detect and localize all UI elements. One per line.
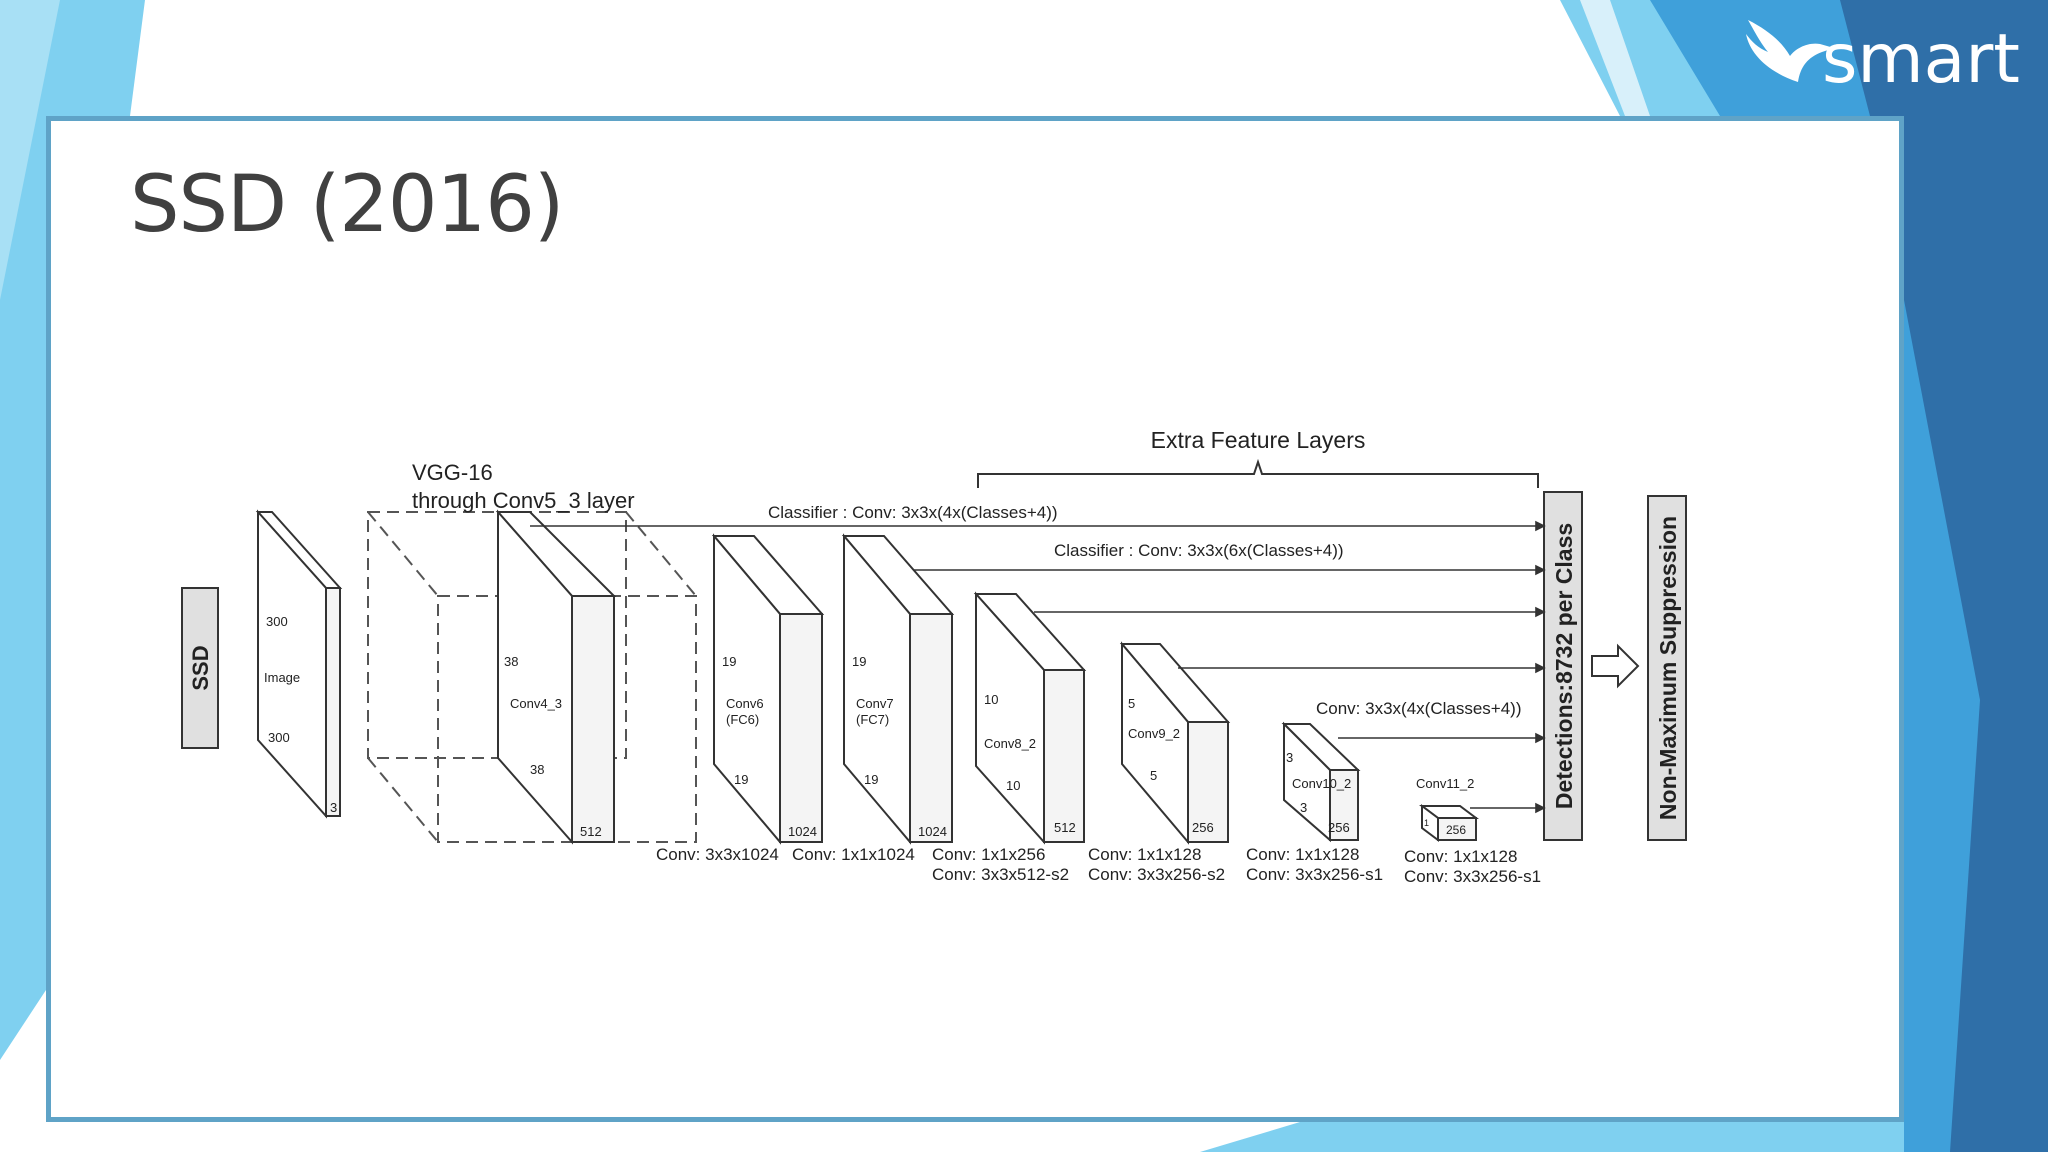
ssd-label: SSD: [188, 645, 213, 690]
conv6-block: [711, 533, 825, 845]
conv7-dim-top: 19: [852, 654, 866, 669]
extra-layers-brace: [977, 458, 1539, 488]
conv6-dim-bottom: 19: [734, 772, 748, 787]
detections-label: Detections:8732 per Class: [1551, 523, 1577, 809]
conv10-op2: Conv: 3x3x256-s1: [1246, 865, 1383, 884]
conv8-dim-bottom: 10: [1006, 778, 1020, 793]
conv9-name: Conv9_2: [1128, 726, 1180, 741]
conv4-3-block: [495, 509, 617, 845]
conv11-2-block: [1419, 804, 1479, 842]
conv7-dim-bottom: 19: [864, 772, 878, 787]
conv7-name-2: (FC7): [856, 712, 889, 727]
conv6-dim-top: 19: [722, 654, 736, 669]
conv9-op1: Conv: 1x1x128: [1088, 845, 1201, 864]
detections-box: [1543, 491, 1583, 841]
bg-right-light-strip: [1580, 0, 1650, 116]
conv8-op2: Conv: 3x3x512-s2: [932, 865, 1069, 884]
image-dim-bottom: 300: [268, 730, 290, 745]
brand-name: smart: [1822, 20, 2020, 99]
conv11-op2: Conv: 3x3x256-s1: [1404, 867, 1541, 886]
conv7-name-1: Conv7: [856, 696, 894, 711]
conv7-depth: 1024: [918, 824, 947, 839]
bg-right-dark-wedge: [1840, 0, 2048, 1152]
vgg-label-line1: VGG-16: [412, 460, 493, 485]
conv8-2-block: [973, 591, 1087, 845]
nms-box: [1647, 495, 1687, 841]
smart-bird-logo-icon: [1746, 20, 1834, 82]
conv11-depth: 256: [1446, 823, 1466, 837]
classifier-2-label: Classifier : Conv: 3x3x(6x(Classes+4)): [1054, 541, 1344, 560]
bg-left-light-wedge: [0, 0, 145, 1060]
conv8-depth: 512: [1054, 820, 1076, 835]
conv8-op1: Conv: 1x1x256: [932, 845, 1045, 864]
conv6-name-2: (FC6): [726, 712, 759, 727]
image-depth: 3: [330, 800, 337, 815]
bg-left-mid-wedge: [0, 0, 60, 300]
extra-layers-label: Extra Feature Layers: [1151, 427, 1366, 453]
nms-label: Non-Maximum Suppression: [1655, 516, 1681, 820]
conv6-name-1: Conv6: [726, 696, 764, 711]
conv4-dim-top: 38: [504, 654, 518, 669]
conv4-depth: 512: [580, 824, 602, 839]
conv11-name: Conv11_2: [1416, 776, 1474, 791]
conv7-op: Conv: 1x1x1024: [792, 845, 915, 864]
conv10-dim-top: 3: [1286, 750, 1293, 765]
conv9-dim-bottom: 5: [1150, 768, 1157, 783]
conv8-dim-top: 10: [984, 692, 998, 707]
image-block: [255, 509, 343, 819]
conv11-op1: Conv: 1x1x128: [1404, 847, 1517, 866]
conv10-dim-bottom: 3: [1300, 800, 1307, 815]
conv9-dim-top: 5: [1128, 696, 1135, 711]
image-dim-top: 300: [266, 614, 288, 629]
conv10-op1: Conv: 1x1x128: [1246, 845, 1359, 864]
conv6-op: Conv: 3x3x1024: [656, 845, 779, 864]
conv10-name: Conv10_2: [1292, 776, 1351, 791]
ssd-box: [181, 587, 219, 749]
conv6-depth: 1024: [788, 824, 817, 839]
conv4-name: Conv4_3: [510, 696, 562, 711]
slide-title: SSD (2016): [130, 160, 564, 250]
conv9-depth: 256: [1192, 820, 1214, 835]
conv8-name: Conv8_2: [984, 736, 1036, 751]
conv10-depth: 256: [1328, 820, 1350, 835]
classifier-1-label: Classifier : Conv: 3x3x(4x(Classes+4)): [768, 503, 1058, 522]
bg-bottom-strip: [1200, 1122, 1904, 1152]
image-name: Image: [264, 670, 300, 685]
vgg-label-line2: through Conv5_3 layer: [412, 488, 635, 513]
conv10-2-block: [1281, 721, 1361, 843]
output-arrow-icon: [1591, 643, 1640, 689]
conv11-dim-top: 1: [1424, 818, 1429, 828]
conv4-dim-bottom: 38: [530, 762, 544, 777]
conv9-op2: Conv: 3x3x256-s2: [1088, 865, 1225, 884]
classifier-3-label: Conv: 3x3x(4x(Classes+4)): [1316, 699, 1522, 718]
conv7-block: [841, 533, 955, 845]
conv9-2-block: [1119, 641, 1231, 845]
